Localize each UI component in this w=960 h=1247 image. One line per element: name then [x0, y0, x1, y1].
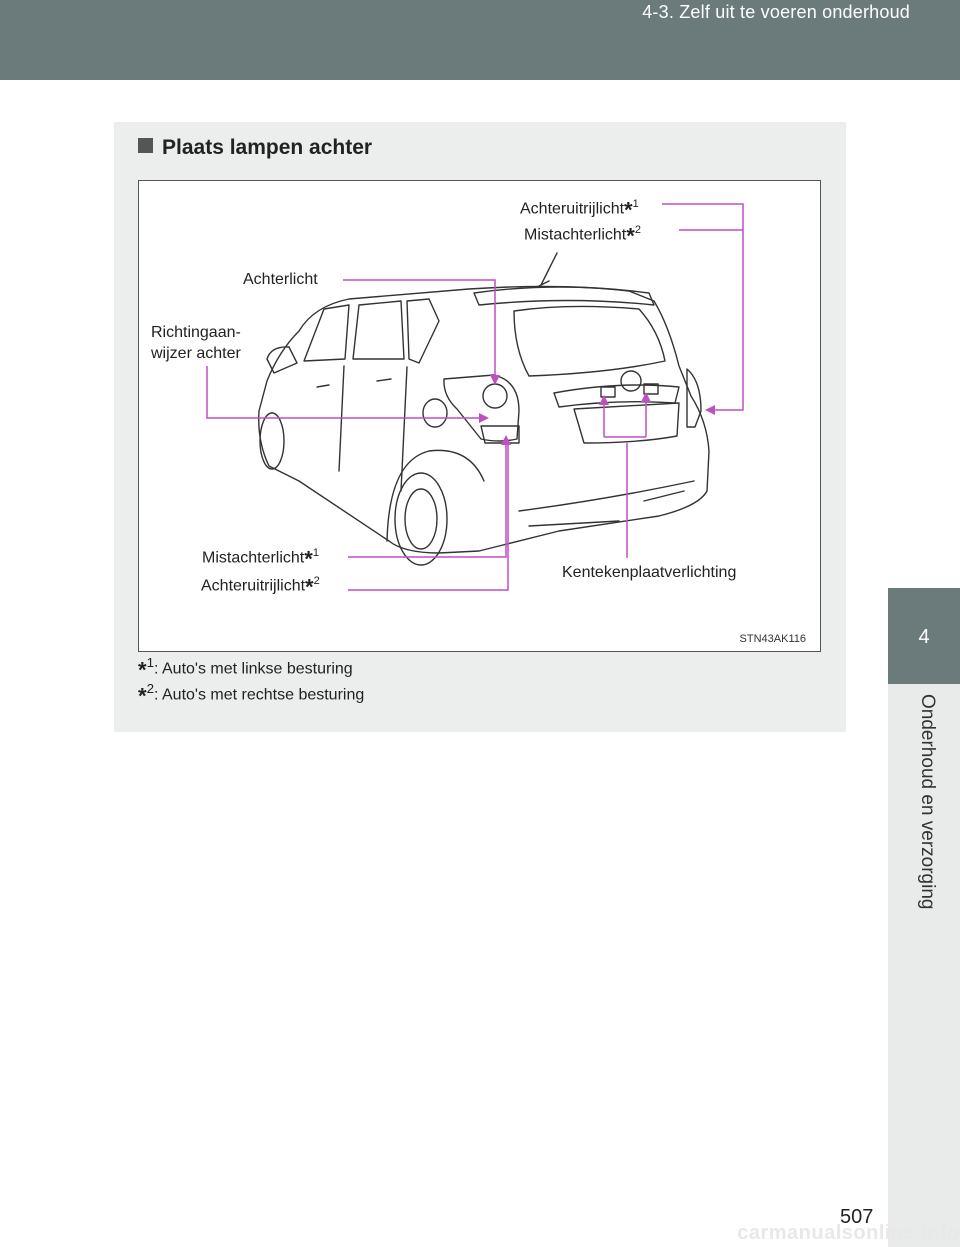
- asterisk-icon: *: [626, 223, 635, 249]
- footnote-1: *1: Auto's met linkse besturing: [138, 655, 353, 683]
- section-title-text: Plaats lampen achter: [162, 136, 373, 159]
- label-achteruitrijlicht-top: Achteruitrijlicht*1: [520, 195, 639, 223]
- footnote-2: *2: Auto's met rechtse besturing: [138, 681, 364, 709]
- note-number: 2: [313, 575, 320, 587]
- label-text: Achteruitrijlicht: [201, 577, 306, 595]
- page-number: 507: [840, 1206, 874, 1228]
- watermark: carmanualsonline.info: [737, 1222, 960, 1244]
- asterisk-icon: *: [305, 574, 314, 600]
- label-text: Achteruitrijlicht: [520, 200, 625, 218]
- chapter-tab-label-area: Onderhoud en verzorging: [888, 684, 960, 1247]
- label-mistachterlicht-bottom: Mistachterlicht*1: [202, 544, 319, 572]
- asterisk-icon: *: [138, 683, 147, 709]
- asterisk-icon: *: [304, 546, 313, 572]
- label-text: Mistachterlicht: [524, 226, 627, 244]
- figure-code: STN43AK116: [739, 633, 806, 645]
- section-heading: Plaats lampen achter: [138, 136, 372, 160]
- note-number: 2: [146, 681, 154, 696]
- label-richtingaanwijzer-line2: wijzer achter: [151, 345, 241, 362]
- asterisk-icon: *: [138, 657, 147, 683]
- asterisk-icon: *: [624, 197, 633, 223]
- label-mistachterlicht-top: Mistachterlicht*2: [524, 221, 641, 249]
- chapter-tab-label: Onderhoud en verzorging: [917, 694, 938, 910]
- footnote-text: : Auto's met rechtse besturing: [153, 686, 365, 704]
- label-achterlicht: Achterlicht: [243, 271, 318, 288]
- footnote-text: : Auto's met linkse besturing: [153, 660, 353, 678]
- note-number: 2: [634, 224, 641, 236]
- note-number: 1: [146, 655, 154, 670]
- page-header: 4-3. Zelf uit te voeren onderhoud: [0, 0, 960, 80]
- car-rear-illustration: [206, 203, 744, 591]
- chapter-title: 4-3. Zelf uit te voeren onderhoud: [642, 2, 910, 22]
- label-text: Mistachterlicht: [202, 549, 305, 567]
- note-number: 1: [312, 547, 319, 559]
- label-kentekenplaatverlichting: Kentekenplaatverlichting: [562, 564, 737, 581]
- rear-lamps-figure: Achteruitrijlicht*1 Mistachterlicht*2 Ac…: [138, 180, 821, 652]
- chapter-tab: 4: [888, 588, 960, 684]
- label-achteruitrijlicht-bottom: Achteruitrijlicht*2: [201, 572, 320, 600]
- label-richtingaanwijzer-line1: Richtingaan-: [151, 324, 241, 341]
- chapter-number: 4: [918, 626, 930, 648]
- note-number: 1: [632, 198, 639, 210]
- square-bullet-icon: [138, 138, 153, 153]
